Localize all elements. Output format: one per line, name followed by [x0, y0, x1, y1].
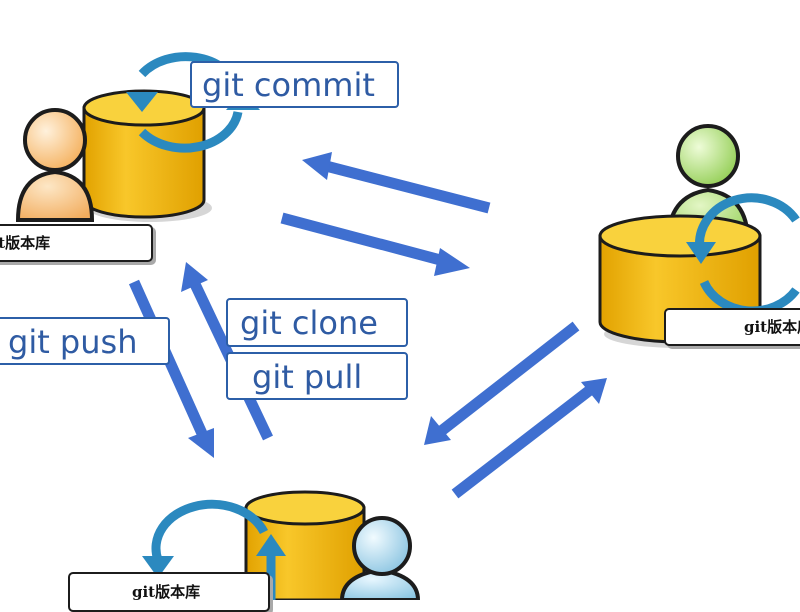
- git-push-label: git push: [0, 317, 170, 365]
- bottom-user-avatar: [339, 516, 421, 600]
- arrow-local-to-remote: [280, 212, 470, 276]
- local-database-icon: [82, 89, 212, 222]
- remote-repo-label: git版本库: [664, 308, 800, 346]
- git-pull-label: git pull: [226, 352, 408, 400]
- bottom-database-icon: [244, 490, 366, 600]
- arrow-remote-to-local: [302, 152, 491, 214]
- arrow-remote-to-bottom: [424, 321, 580, 445]
- bottom-cycle-icon: [142, 499, 286, 600]
- git-clone-label: git clone: [226, 298, 408, 347]
- arrow-bottom-to-remote: [451, 378, 607, 499]
- local-repo-label: git版本库: [0, 224, 153, 262]
- local-user-avatar: [15, 108, 95, 222]
- git-commit-label: git commit: [190, 61, 399, 108]
- bottom-repo-label: git版本库: [68, 572, 270, 612]
